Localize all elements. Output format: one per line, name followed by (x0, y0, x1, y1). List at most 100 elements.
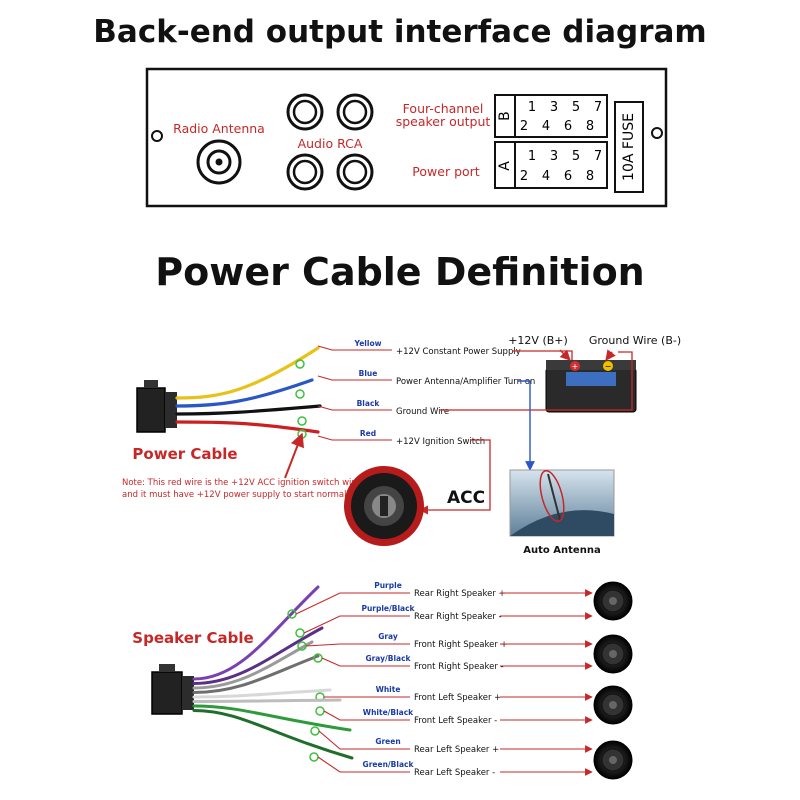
auto-antenna-image (509, 469, 615, 537)
connector-b-pin-3: 3 (550, 100, 558, 115)
power-wire-blue (175, 378, 314, 408)
leader-line (323, 710, 410, 721)
speaker-wire-purple (192, 585, 320, 681)
connector-a-pin-5: 5 (572, 149, 580, 164)
wire-marker-icon (295, 389, 305, 399)
note-line-2: and it must have +12V power supply to st… (122, 490, 355, 500)
wire-marker-icon (295, 359, 305, 369)
four-channel-label: Four-channel (403, 101, 484, 116)
speaker-cable-label: Speaker Cable (132, 629, 253, 647)
acc-label: ACC (447, 488, 485, 508)
leader-line (305, 643, 410, 647)
power-wire-color-label: Red (360, 429, 376, 438)
leader-line (317, 435, 392, 441)
back-panel: Radio Antenna Audio RCA Four-channel spe… (145, 67, 668, 208)
power-wire-color-label: Blue (359, 369, 378, 378)
connector-b-pin-8: 8 (586, 119, 594, 134)
wire-marker-icon (310, 726, 320, 736)
speaker-wire-color-label: Purple/Black (361, 604, 415, 613)
battery-ground-label: Ground Wire (B-) (589, 334, 681, 347)
speaker-wire-function-label: Front Left Speaker - (414, 716, 497, 726)
speaker-wire-color-label: Gray (378, 632, 398, 641)
power-wire-function-label: Power Antenna/Amplifier Turn on (396, 377, 535, 387)
speaker-wire-color-label: Gray/Black (365, 654, 411, 663)
connector-b-pin-1: 1 (528, 100, 536, 115)
leader-line (321, 657, 410, 667)
fuse-block: 10A FUSE (614, 101, 644, 193)
speaker-icon (593, 634, 633, 674)
connector-b-pin-5: 5 (572, 100, 580, 115)
antenna-jack-icon (196, 139, 242, 185)
fuse-label: 10A FUSE (621, 113, 637, 181)
speaker-wire-function-label: Rear Right Speaker + (414, 589, 506, 599)
leader-line (317, 405, 392, 411)
leader-line (317, 756, 410, 773)
speaker-icon (593, 581, 633, 621)
wire-marker-icon (295, 628, 305, 638)
auto-antenna-label: Auto Antenna (523, 545, 600, 556)
speaker-wire-white (192, 688, 332, 699)
power-wire-color-label: Black (357, 399, 381, 408)
connector-a-pin-8: 8 (586, 169, 594, 184)
radio-antenna-label: Radio Antenna (173, 121, 265, 136)
connector-b-pin-6: 6 (564, 119, 572, 134)
rca-jack-icon (286, 93, 374, 191)
power-wire-function-label: +12V Constant Power Supply (396, 347, 521, 357)
connector-b-pin-4: 4 (542, 119, 550, 134)
speaker-output-label: speaker output (396, 114, 491, 129)
power-wire-function-label: Ground Wire (396, 407, 449, 417)
wire-marker-icon (309, 752, 319, 762)
speaker-wire-function-label: Front Left Speaker + (414, 693, 501, 703)
leader-line (295, 592, 410, 615)
mount-hole-left-icon (151, 130, 163, 142)
power-cable-definition-title: Power Cable Definition (155, 250, 645, 294)
speaker-wire-white-black (192, 698, 342, 703)
speaker-wire-function-label: Front Right Speaker + (414, 640, 508, 650)
svg-text:−: − (605, 362, 612, 371)
power-section: Power Cable Yellow +12V Constant Power Su… (122, 334, 681, 556)
speaker-wire-green-black (192, 709, 354, 760)
leader-line (317, 375, 392, 381)
speaker-wire-function-label: Rear Left Speaker + (414, 745, 499, 755)
mount-hole-right-icon (651, 127, 663, 139)
connector-b-pin-7: 7 (594, 100, 602, 115)
power-wire-black (175, 404, 322, 416)
speaker-wire-color-label: White (376, 685, 401, 694)
battery-plus-label: +12V (B+) (508, 334, 568, 347)
wire-marker-icon (315, 706, 325, 716)
speaker-connector-icon (151, 664, 194, 715)
connector-a-pin-6: 6 (564, 169, 572, 184)
speaker-wire-gray (192, 640, 314, 690)
ignition-switch-icon (344, 466, 424, 546)
leader-line (318, 730, 410, 750)
power-cable-label: Power Cable (132, 445, 237, 463)
connector-a-pin-4: 4 (542, 169, 550, 184)
speaker-wire-gray-black (192, 654, 320, 694)
connector-a-pin-2: 2 (520, 169, 528, 184)
speaker-wire-color-label: Purple (374, 581, 402, 590)
audio-rca-label: Audio RCA (298, 136, 363, 151)
leader-line (303, 615, 410, 634)
speaker-wire-purple-black (192, 626, 324, 685)
speaker-wire-color-label: Green (375, 737, 400, 746)
speaker-icon (593, 685, 633, 725)
connector-a-letter: A (497, 161, 513, 171)
backend-title: Back-end output interface diagram (93, 14, 707, 50)
leader-line (317, 345, 392, 351)
connector-a-pin-7: 7 (594, 149, 602, 164)
connector-b-pin-2: 2 (520, 119, 528, 134)
power-port-label: Power port (412, 164, 479, 179)
connector-a-pin-3: 3 (550, 149, 558, 164)
power-wire-color-label: Yellow (353, 339, 381, 348)
speaker-wire-color-label: White/Black (363, 708, 414, 717)
connector-a-pin-1: 1 (528, 149, 536, 164)
speaker-wire-function-label: Rear Left Speaker - (414, 768, 495, 778)
note-line-1: Note: This red wire is the +12V ACC igni… (122, 478, 363, 488)
speaker-wire-green (192, 704, 352, 732)
speaker-wire-color-label: Green/Black (363, 760, 415, 769)
wire-marker-icon (297, 416, 307, 426)
